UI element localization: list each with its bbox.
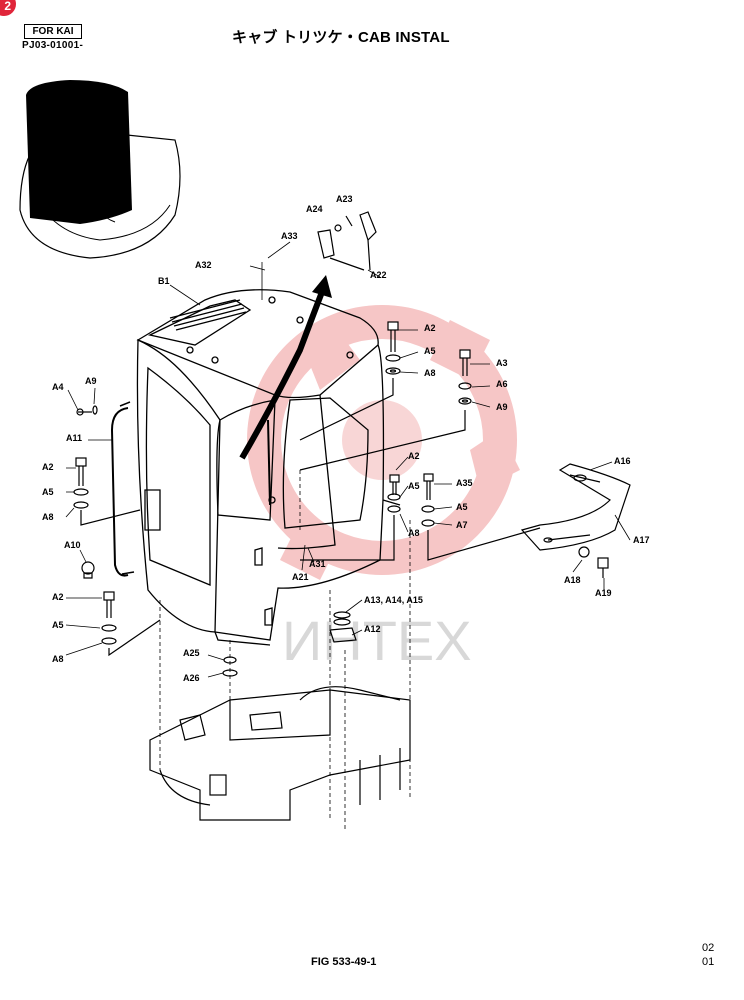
leader-lines	[65, 241, 631, 678]
label-A5-mid2: A5	[456, 502, 468, 512]
parts-code: PJ03-01001-	[22, 40, 84, 51]
label-A22: A22	[370, 270, 387, 280]
label-A32: A32	[195, 260, 212, 270]
label-A5-mid: A5	[408, 481, 420, 491]
label-A17: A17	[633, 535, 650, 545]
cab-assembly-drawing	[136, 289, 401, 646]
figure-number: FIG 533-49-1	[311, 956, 377, 968]
label-A21: A21	[292, 572, 309, 582]
label-A9-left: A9	[85, 376, 97, 386]
label-A2-top: A2	[424, 323, 436, 333]
label-A8-top: A8	[424, 368, 436, 378]
page-code-top: 02	[702, 942, 715, 954]
label-A5-left2: A5	[52, 620, 64, 630]
page-title: キャブ トリツケ・CAB INSTAL	[232, 29, 450, 46]
label-B1: B1	[158, 276, 170, 286]
label-A11: A11	[66, 433, 82, 443]
label-A2-mid: A2	[408, 451, 420, 461]
label-A2-left1: A2	[42, 462, 54, 472]
label-A4: A4	[52, 382, 64, 392]
label-A33: A33	[281, 231, 298, 241]
label-A19: A19	[595, 588, 612, 598]
label-A9-right: A9	[496, 402, 508, 412]
label-A5-top: A5	[424, 346, 436, 356]
fender-drawing	[520, 463, 631, 578]
label-A23: A23	[336, 194, 353, 204]
label-A31: A31	[309, 559, 326, 569]
base-frame-drawing	[149, 686, 411, 821]
label-A7: A7	[456, 520, 468, 530]
label-A25: A25	[183, 648, 200, 658]
label-A2-left2: A2	[52, 592, 64, 602]
label-A24: A24	[306, 204, 323, 214]
thumbnail-cab-icon	[19, 80, 181, 259]
label-A5-left1: A5	[42, 487, 54, 497]
label-A8-left1: A8	[42, 512, 54, 522]
page-badge: 2	[0, 0, 16, 16]
callout-arrow-icon	[239, 290, 325, 460]
label-A16: A16	[614, 456, 631, 466]
label-A3: A3	[496, 358, 508, 368]
label-A18: A18	[564, 575, 581, 585]
for-model-box: FOR KAI	[24, 24, 82, 39]
label-A6: A6	[496, 379, 508, 389]
handrail-drawing	[110, 407, 129, 577]
bolt-stack-right	[299, 321, 541, 561]
label-A8-mid: A8	[408, 528, 420, 538]
label-A8-left2: A8	[52, 654, 64, 664]
label-A13-A14-A15: A13, A14, A15	[364, 595, 423, 605]
watermark-gear-icon	[247, 305, 520, 580]
bolt-stack-left	[73, 405, 161, 657]
latch-bracket-drawing	[317, 211, 377, 271]
watermark-text: ИНТЕХ	[282, 609, 472, 672]
label-A35: A35	[456, 478, 473, 488]
label-A26: A26	[183, 673, 200, 683]
label-A12: A12	[364, 624, 381, 634]
page-code-bottom: 01	[702, 956, 715, 968]
label-A10: A10	[64, 540, 81, 550]
